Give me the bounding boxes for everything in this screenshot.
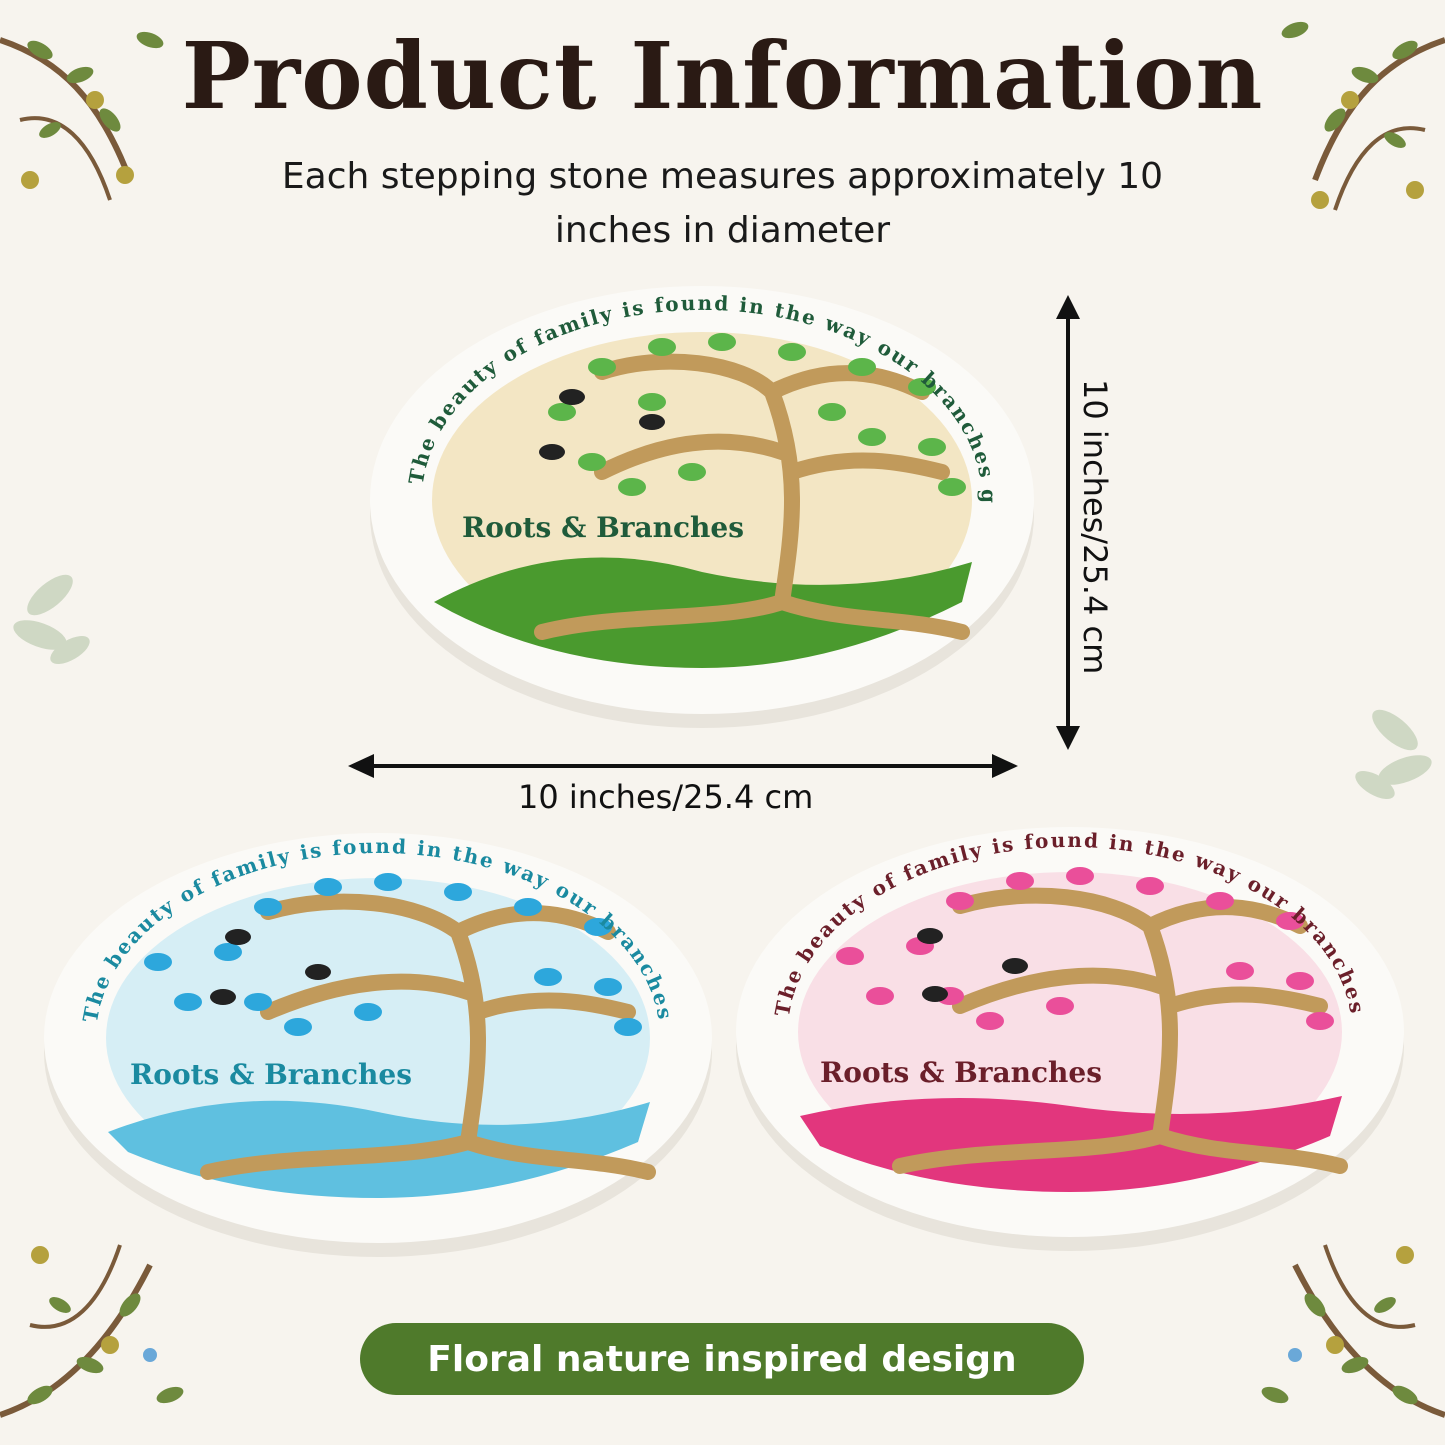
birds-green xyxy=(539,389,665,460)
page-subtitle: Each stepping stone measures approximate… xyxy=(281,156,1164,251)
leaves-pink xyxy=(836,867,1334,1030)
leaf-sprig-left xyxy=(13,574,90,664)
corner-foliage-top-right xyxy=(1281,21,1445,211)
leaves-blue xyxy=(144,873,642,1036)
height-dimension-arrow xyxy=(1056,295,1080,750)
birds-pink xyxy=(917,928,1028,1002)
stepping-stone-blue: Roots & Branches The beauty of family is… xyxy=(38,822,712,1257)
stone-label-blue: Roots & Branches xyxy=(130,1058,412,1091)
height-dimension-label: 10 inches/25.4 cm xyxy=(1076,379,1114,675)
birds-blue xyxy=(210,929,331,1005)
tree-trunk-pink xyxy=(892,887,1348,1174)
corner-foliage-top-left xyxy=(0,31,164,201)
stone-label-pink: Roots & Branches xyxy=(820,1056,1102,1089)
leaves-green xyxy=(548,333,966,496)
stone-label-green: Roots & Branches xyxy=(462,511,744,544)
stepping-stone-green: Roots & Branches The beauty of family is… xyxy=(362,272,1034,728)
width-dimension-arrow xyxy=(348,754,1018,778)
width-dimension-label: 10 inches/25.4 cm xyxy=(518,778,814,816)
corner-foliage-bottom-right xyxy=(1261,1244,1445,1418)
corner-foliage-bottom-left xyxy=(0,1244,184,1418)
page-title: Product Information xyxy=(181,22,1264,130)
tree-trunk-blue xyxy=(200,893,656,1180)
leaf-sprig-right xyxy=(1355,709,1432,799)
feature-badge: Floral nature inspired design xyxy=(360,1323,1084,1395)
stepping-stone-pink: Roots & Branches The beauty of family is… xyxy=(730,816,1404,1251)
